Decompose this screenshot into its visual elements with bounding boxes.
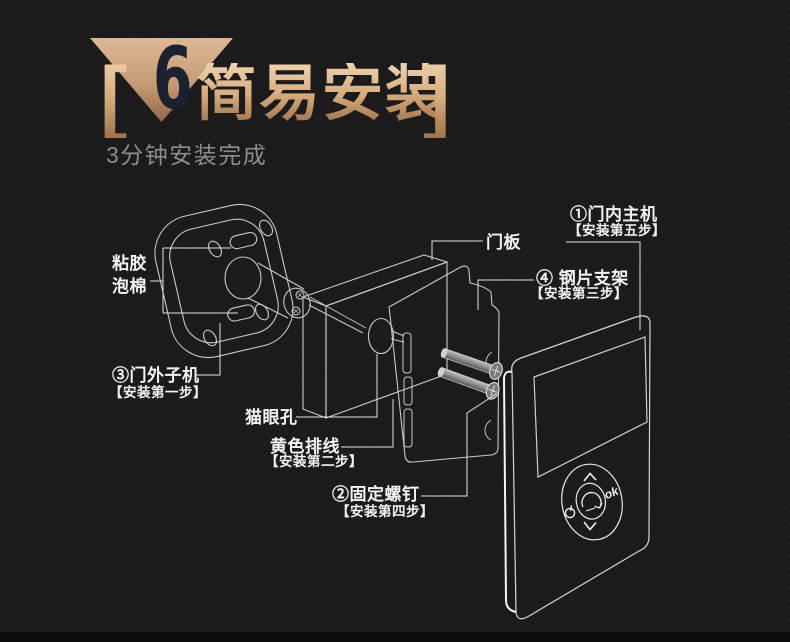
- label-screws-step: 【安装第四步】: [336, 504, 434, 519]
- outdoor-unit-drawing: [154, 203, 311, 359]
- label-adhesive-foam: 粘胶 泡棉: [112, 252, 147, 298]
- leader-screws: [421, 393, 497, 497]
- label-yellow-cable-step: 【安装第二步】: [265, 454, 363, 469]
- screen-drawing: [533, 336, 648, 478]
- ok-button-label: ok: [602, 483, 621, 502]
- label-screws: ②固定螺钉: [332, 485, 420, 504]
- rotate-icon: [581, 491, 603, 512]
- door-panel-drawing: [301, 254, 449, 419]
- leader-outdoor-unit: [195, 323, 221, 376]
- leader-indoor-unit: [566, 241, 641, 330]
- leader-peephole: [296, 354, 378, 418]
- leader-steel-bracket: [477, 279, 534, 310]
- label-adhesive-foam-line2: 泡棉: [112, 277, 147, 296]
- leader-adhesive-foam: [150, 247, 238, 314]
- label-steel-bracket: ④ 钢片支架: [536, 269, 629, 288]
- bottom-bar: [0, 632, 790, 642]
- power-icon: [564, 505, 576, 519]
- label-outdoor-unit-step: 【安装第一步】: [109, 385, 207, 400]
- label-indoor-unit-step: 【安装第五步】: [568, 223, 666, 238]
- screws-drawing: [437, 348, 503, 400]
- step-number: 6: [153, 29, 193, 129]
- control-dial: [561, 463, 623, 541]
- peephole-barrel-base: [224, 256, 262, 300]
- label-adhesive-foam-line1: 粘胶: [112, 254, 147, 273]
- title-bracket-left: [: [100, 51, 128, 142]
- label-yellow-cable: 黄色排线: [270, 437, 340, 456]
- page-title: 简易安装: [196, 59, 449, 127]
- leader-door-panel: [431, 240, 483, 260]
- page-subtitle: 3分钟安装完成: [106, 142, 268, 168]
- leader-yellow-cable: [341, 399, 394, 448]
- down-arrow-icon: [583, 521, 597, 531]
- peephole-hole-drawing: [367, 317, 395, 355]
- barrel-tip: [283, 287, 311, 319]
- up-arrow-icon: [583, 472, 597, 482]
- label-steel-bracket-step: 【安装第三步】: [530, 286, 628, 301]
- label-door-panel: 门板: [486, 233, 521, 252]
- label-outdoor-unit: ③门外子机: [112, 366, 200, 385]
- label-indoor-unit: ①门内主机: [570, 205, 658, 224]
- yellow-cable-drawing: [308, 296, 413, 448]
- title-bracket-right: ]: [423, 51, 451, 142]
- indoor-unit-drawing: ok: [502, 315, 651, 620]
- label-peephole: 猫眼孔: [245, 408, 298, 427]
